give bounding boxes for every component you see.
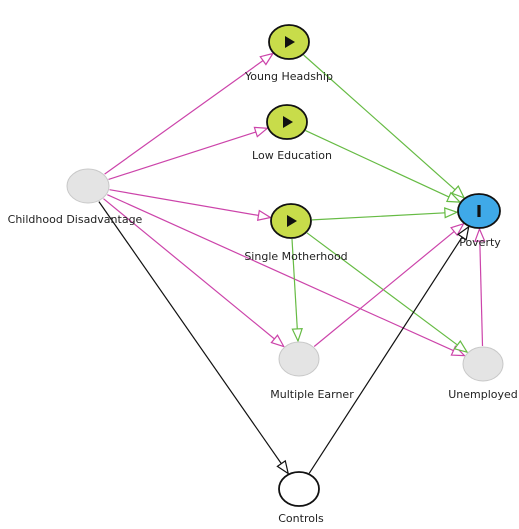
node-shape[interactable] bbox=[66, 168, 110, 204]
edge-arrowhead bbox=[444, 207, 459, 219]
edge-line bbox=[305, 130, 461, 203]
edge-line bbox=[98, 201, 289, 474]
node-shape[interactable] bbox=[462, 346, 504, 382]
edge-childhood-disadvantage-to-controls bbox=[98, 201, 290, 475]
edge-arrowhead bbox=[256, 209, 272, 221]
edge-arrowhead bbox=[270, 334, 286, 348]
node-childhood-disadvantage[interactable] bbox=[66, 168, 110, 204]
edge-line bbox=[104, 53, 274, 175]
node-label-controls: Controls bbox=[278, 512, 324, 525]
edge-arrowhead bbox=[253, 126, 269, 138]
node-label-unemployed: Unemployed bbox=[448, 388, 518, 401]
edge-line bbox=[303, 54, 465, 199]
edge-single-motherhood-to-poverty bbox=[311, 207, 459, 221]
node-controls[interactable] bbox=[278, 471, 320, 507]
edge-arrowhead bbox=[450, 222, 465, 237]
edge-line bbox=[308, 226, 470, 474]
edge-arrowhead bbox=[259, 52, 275, 66]
edge-childhood-disadvantage-to-low-education bbox=[108, 126, 269, 180]
node-label-childhood-disadvantage: Childhood Disadvantage bbox=[8, 213, 143, 226]
edge-arrowhead bbox=[445, 191, 462, 203]
node-single-motherhood[interactable] bbox=[270, 203, 312, 239]
edge-arrowhead bbox=[450, 185, 466, 199]
edge-arrowhead bbox=[276, 459, 290, 475]
edge-low-education-to-poverty bbox=[305, 130, 462, 203]
edge-line bbox=[478, 228, 484, 347]
edge-line bbox=[306, 232, 468, 353]
edge-line bbox=[313, 223, 464, 347]
node-label-poverty: Poverty bbox=[459, 236, 501, 249]
node-shape[interactable] bbox=[278, 341, 320, 377]
node-label-low-education: Low Education bbox=[252, 149, 332, 162]
edge-arrowhead bbox=[474, 227, 486, 242]
edge-childhood-disadvantage-to-multiple-earner bbox=[103, 198, 286, 348]
node-low-education[interactable] bbox=[266, 104, 308, 140]
node-poverty[interactable] bbox=[457, 193, 501, 229]
edge-layer bbox=[98, 52, 486, 475]
node-label-single-motherhood: Single Motherhood bbox=[244, 250, 347, 263]
play-icon bbox=[287, 215, 297, 227]
edge-arrowhead bbox=[453, 340, 469, 354]
node-layer bbox=[66, 24, 504, 507]
play-icon bbox=[285, 36, 295, 48]
edge-childhood-disadvantage-to-young-headship bbox=[104, 52, 275, 175]
edge-arrowhead bbox=[457, 225, 470, 241]
edge-line bbox=[291, 238, 299, 342]
edge-arrowhead bbox=[291, 328, 303, 343]
node-unemployed[interactable] bbox=[462, 346, 504, 382]
edge-line bbox=[108, 127, 268, 180]
bar-icon bbox=[477, 205, 481, 217]
node-multiple-earner[interactable] bbox=[278, 341, 320, 377]
edge-line bbox=[103, 198, 285, 348]
node-shape[interactable] bbox=[278, 471, 320, 507]
edge-unemployed-to-poverty bbox=[474, 227, 486, 347]
edge-line bbox=[311, 211, 458, 221]
edge-young-headship-to-poverty bbox=[303, 54, 466, 199]
node-label-young-headship: Young Headship bbox=[244, 70, 333, 83]
edge-multiple-earner-to-poverty bbox=[313, 222, 465, 347]
edge-single-motherhood-to-multiple-earner bbox=[291, 238, 303, 343]
node-label-multiple-earner: Multiple Earner bbox=[270, 388, 354, 401]
edge-childhood-disadvantage-to-single-motherhood bbox=[109, 189, 272, 221]
edge-line bbox=[109, 189, 271, 219]
edge-single-motherhood-to-unemployed bbox=[306, 232, 469, 354]
edge-line bbox=[107, 194, 465, 357]
node-young-headship[interactable] bbox=[268, 24, 310, 60]
play-icon bbox=[283, 116, 293, 128]
edge-controls-to-poverty bbox=[308, 225, 470, 474]
